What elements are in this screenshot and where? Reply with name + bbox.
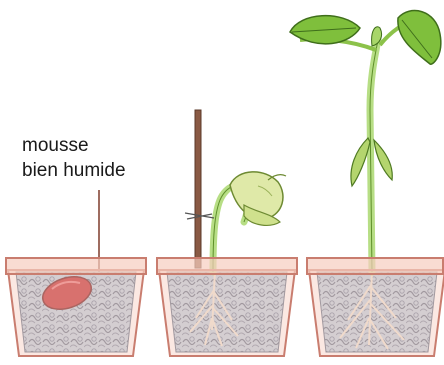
pot-seed xyxy=(6,258,146,356)
pot-rim-1 xyxy=(6,258,146,274)
cotyledons-2 xyxy=(230,172,286,226)
stake xyxy=(195,110,201,268)
pot-body-3 xyxy=(309,270,444,356)
pot-body-2 xyxy=(159,270,295,356)
pot-rim-2 xyxy=(157,258,297,274)
pot-plant xyxy=(290,11,444,356)
pot-seedling xyxy=(157,110,297,356)
leaf-top-right xyxy=(398,11,441,65)
pot-rim-3 xyxy=(307,258,443,274)
pot-body-1 xyxy=(8,270,144,356)
